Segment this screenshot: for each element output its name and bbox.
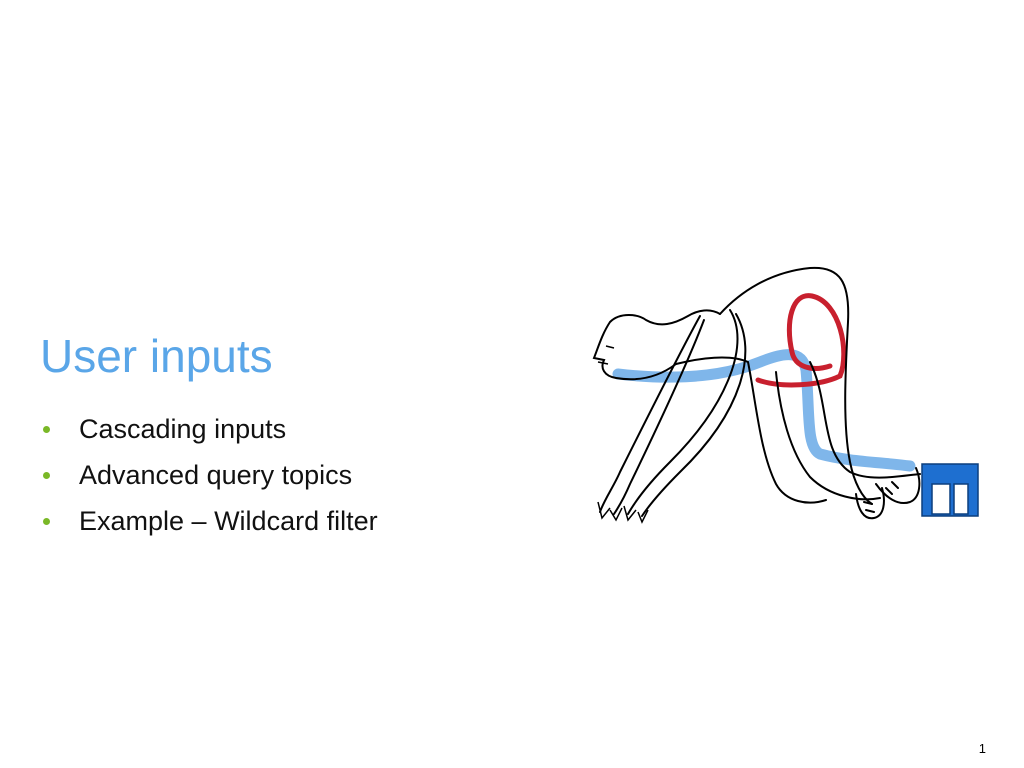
shoe-front: [855, 487, 885, 520]
starting-block-inner: [931, 483, 951, 515]
bullet-item: Cascading inputs: [42, 406, 378, 452]
runner-starting-block-illustration: [592, 266, 979, 524]
bullet-text: Example – Wildcard filter: [79, 505, 378, 536]
bullet-text: Cascading inputs: [79, 413, 287, 444]
shorts-outline: [755, 293, 847, 388]
arm-left: [599, 315, 705, 515]
starting-block-notch: [953, 483, 969, 515]
spine-line: [612, 349, 916, 472]
bullet-item: Example – Wildcard filter: [42, 498, 378, 544]
hand-left: [597, 501, 623, 522]
bullet-marker-icon: [43, 517, 50, 525]
bullet-list: Cascading inputs Advanced query topics E…: [42, 406, 378, 544]
arm-right: [627, 309, 747, 517]
bullet-marker-icon: [43, 425, 50, 433]
leg-back: [809, 361, 921, 479]
bullet-item: Advanced query topics: [42, 452, 378, 498]
slide-title: User inputs: [40, 330, 273, 382]
hand-right: [623, 505, 649, 524]
back-outline: [719, 266, 873, 505]
face-detail: [597, 345, 615, 365]
shoe-back: [875, 467, 921, 504]
bullet-marker-icon: [43, 471, 50, 479]
torso-outline: [675, 356, 827, 504]
page-number: 1: [978, 741, 986, 756]
bullet-text: Advanced query topics: [79, 459, 353, 490]
head-outline: [592, 309, 721, 381]
